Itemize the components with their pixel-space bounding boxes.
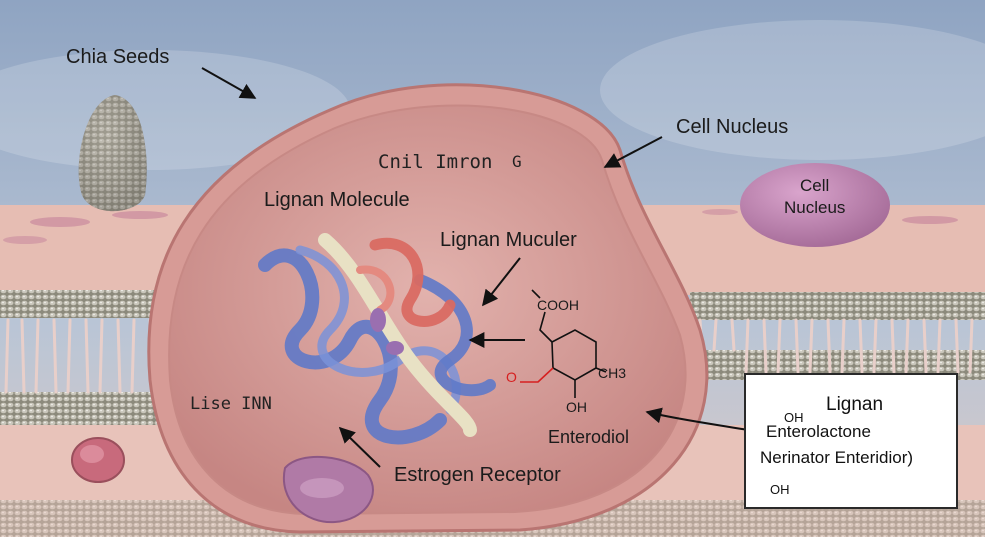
legend-oh-top: OH [784,410,804,425]
garbled-text-left: Lise INN [190,394,272,414]
garbled-text-top: Cnil Imron [378,151,493,173]
legend-oh-bottom: OH [770,482,790,497]
chia-seed-cluster [78,95,147,212]
cell-nucleus-label: Cell Nucleus [676,116,789,138]
legend-line1: Enterolactone [766,422,871,441]
legend-line2: Nerinator Enteridior) [760,448,914,467]
chem-ch3-label: CH3 [598,365,627,381]
legend-box: Lignan Enterolactone Nerinator Enteridio… [744,373,958,509]
cell-interior [168,104,687,516]
cell-nucleus-blob-label-line2: Nucleus [784,198,846,217]
legend-title: Lignan [826,394,884,415]
lignan-molecule-label: Lignan Molecule [264,189,410,211]
membrane-bead-layer-right [690,292,985,320]
enterodiol-label: Enterodiol [548,427,630,447]
chia-seeds-label: Chia Seeds [66,46,170,68]
estrogen-receptor-label: Estrogen Receptor [394,464,561,486]
chem-cooh-label: COOH [537,297,579,313]
cell-nucleus-blob [740,163,890,247]
lignan-muculer-label: Lignan Muculer [440,229,577,251]
chem-o-red-label: O [506,369,517,385]
membrane-bead-layer-left [0,290,160,318]
enterodiol-structure [520,289,607,398]
lignan-protein-ribbon [258,233,496,445]
chem-oh-label: OH [566,399,587,415]
garbled-text-top-suffix: G [512,152,522,171]
cell-nucleus-blob-label-line1: Cell [800,176,830,195]
